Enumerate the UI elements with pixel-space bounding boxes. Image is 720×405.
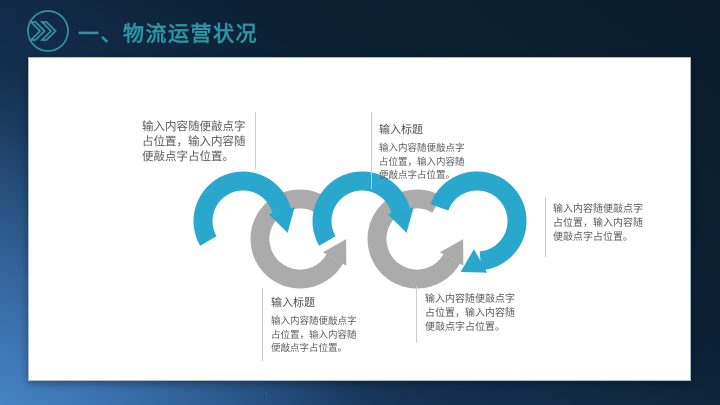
placeholder-body-text: 输入内容随便敲点字占位置，输入内容随便敲点字占位置。 — [142, 121, 246, 163]
double-chevron-right-circle-icon — [27, 10, 69, 52]
placeholder-title: 输入标题 — [379, 124, 423, 136]
slide-header: 一、物流运营状况 — [0, 0, 720, 57]
text-block-top-center: 输入标题 输入内容随便敲点字占位置，输入内容随便敲点字占位置。 — [371, 112, 471, 189]
text-block-top-left: 输入内容随便敲点字占位置，输入内容随便敲点字占位置。 — [142, 112, 256, 169]
text-block-bottom-left: 输入标题 输入内容随便敲点字占位置，输入内容随便敲点字占位置。 — [262, 288, 362, 361]
slide-title: 一、物流运营状况 — [78, 23, 258, 46]
placeholder-body-text: 输入内容随便敲点字占位置，输入内容随便敲点字占位置。 — [379, 143, 465, 181]
text-block-right: 输入内容随便敲点字占位置，输入内容随便敲点字占位置。 — [545, 197, 645, 257]
placeholder-body-text: 输入内容随便敲点字占位置，输入内容随便敲点字占位置。 — [553, 204, 643, 243]
text-block-bottom-right: 输入内容随便敲点字占位置，输入内容随便敲点字占位置。 — [416, 286, 518, 343]
placeholder-title: 输入标题 — [271, 297, 315, 309]
placeholder-body-text: 输入内容随便敲点字占位置，输入内容随便敲点字占位置。 — [425, 294, 515, 333]
placeholder-body-text: 输入内容随便敲点字占位置，输入内容随便敲点字占位置。 — [271, 316, 357, 354]
